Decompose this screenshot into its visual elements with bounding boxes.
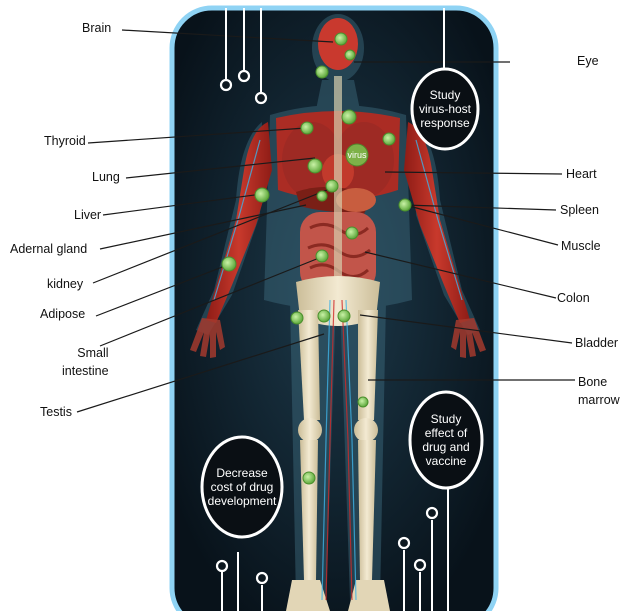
label-muscle: Muscle <box>561 238 601 254</box>
label-adipose: Adipose <box>40 306 85 322</box>
label-brain: Brain <box>82 20 111 36</box>
bubble-study-drug-text: Study effect of drug and vaccine <box>410 412 482 468</box>
label-heart: Heart <box>566 166 597 182</box>
label-lung: Lung <box>92 169 120 185</box>
marker-knee <box>303 472 315 484</box>
bubble-decrease-cost-text: Decrease cost of drug development <box>202 466 282 508</box>
marker-thyroid <box>301 122 313 134</box>
label-thyroid: Thyroid <box>44 133 86 149</box>
label-bone-marrow: Bone marrow <box>578 373 620 409</box>
label-bladder: Bladder <box>575 335 618 351</box>
marker-small-intestine <box>316 250 328 262</box>
marker-bladder-left <box>318 310 330 322</box>
marker-liver <box>255 188 269 202</box>
label-adrenal-gland: Adernal gland <box>10 241 87 257</box>
marker-lung <box>308 159 322 173</box>
marker-bone-marrow <box>358 397 368 407</box>
marker-eye <box>345 50 355 60</box>
marker-bladder-right <box>338 310 350 322</box>
marker-brain <box>335 33 347 45</box>
label-kidney: kidney <box>47 276 83 292</box>
marker-heart <box>383 133 395 145</box>
marker-mouth <box>316 66 328 78</box>
marker-stomach <box>317 191 327 201</box>
marker-adipose <box>222 257 236 271</box>
label-liver: Liver <box>74 207 101 223</box>
marker-colon <box>346 227 358 239</box>
virus-text: virus <box>347 150 367 160</box>
label-eye: Eye <box>577 53 599 69</box>
marker-thymus <box>342 110 356 124</box>
bubble-study-virus-text: Study virus-host response <box>412 88 478 130</box>
marker-testis <box>291 312 303 324</box>
marker-kidney <box>326 180 338 192</box>
label-colon: Colon <box>557 290 590 306</box>
label-small-intestine: Small intestine <box>62 344 109 380</box>
label-testis: Testis <box>40 404 72 420</box>
label-spleen: Spleen <box>560 202 599 218</box>
marker-spleen <box>399 199 411 211</box>
